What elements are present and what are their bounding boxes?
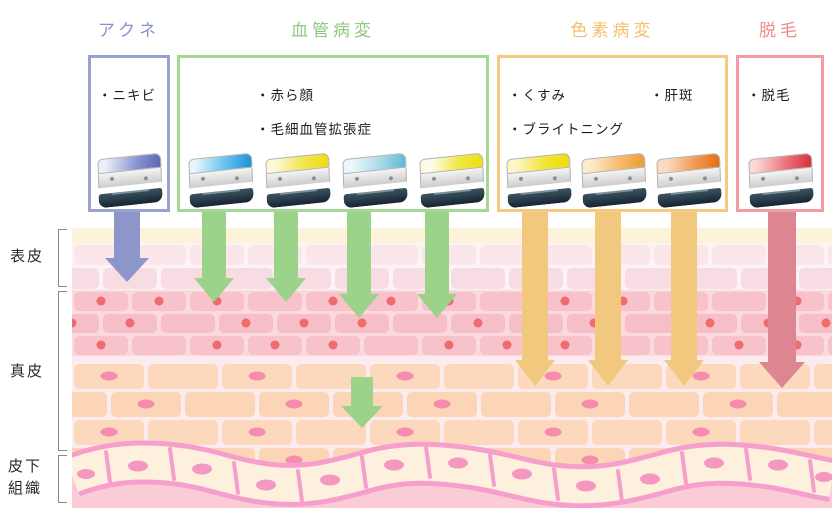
arrow-vascular-2 <box>266 212 306 302</box>
category-box-vascular: ・赤ら顔 ・毛細血管拡張症 <box>177 55 489 212</box>
cell-dividers <box>104 445 816 503</box>
ipl-device-icon <box>748 152 814 209</box>
subcutaneous-tissue-wave <box>72 440 832 508</box>
arrow-pigment-2 <box>588 212 628 386</box>
arrow-pigment-3 <box>664 212 704 386</box>
cell-nuclei <box>77 457 832 492</box>
treatment-item: ・くすみ <box>508 88 566 104</box>
ipl-device-icon <box>342 152 408 209</box>
epidermis-bracket <box>58 229 67 287</box>
ipl-device-icon <box>581 152 647 209</box>
category-box-pigment: ・くすみ ・肝斑 ・ブライトニング <box>497 55 728 212</box>
arrow-pigment-1 <box>515 212 555 386</box>
treatment-item: ・肝斑 <box>650 88 694 104</box>
treatment-item: ・ブライトニング <box>508 122 624 138</box>
ipl-device-icon <box>97 152 163 209</box>
arrow-vascular-4 <box>417 212 457 318</box>
arrow-acne-to-epidermis <box>105 212 149 282</box>
subcutaneous-bracket <box>58 455 67 503</box>
skin-layer-label-subcutaneous: 皮下組織 <box>8 457 43 497</box>
ipl-device-icon <box>265 152 331 209</box>
category-label-pigment: 色素病変 <box>570 21 655 41</box>
category-box-acne: ・ニキビ <box>88 55 170 212</box>
category-label-acne: アクネ <box>97 21 161 41</box>
arrow-vascular-3 <box>339 212 379 318</box>
stratum-corneum-band <box>72 228 832 243</box>
skin-layer-label-epidermis: 表皮 <box>10 247 45 265</box>
dermis-bracket <box>58 291 67 451</box>
category-box-hair-removal: ・脱毛 <box>736 55 824 212</box>
treatment-item: ・赤ら顔 <box>256 88 314 104</box>
dermis-divider <box>72 356 832 362</box>
skin-cross-section-illustration <box>72 228 832 508</box>
treatment-item: ・ニキビ <box>98 88 156 104</box>
skin-layer-label-dermis: 真皮 <box>10 362 45 380</box>
arrow-vascular-1 <box>194 212 234 302</box>
treatment-item: ・脱毛 <box>747 88 791 104</box>
ipl-device-icon <box>506 152 572 209</box>
ipl-device-icon <box>419 152 485 209</box>
arrow-vascular-deep-dermis <box>341 377 383 428</box>
category-label-vascular: 血管病変 <box>291 21 375 41</box>
category-label-hair-removal: 脱毛 <box>759 21 801 41</box>
treatment-item: ・毛細血管拡張症 <box>256 122 372 138</box>
arrow-hair-removal <box>759 212 805 388</box>
ipl-device-icon <box>656 152 722 209</box>
ipl-device-icon <box>188 152 254 209</box>
